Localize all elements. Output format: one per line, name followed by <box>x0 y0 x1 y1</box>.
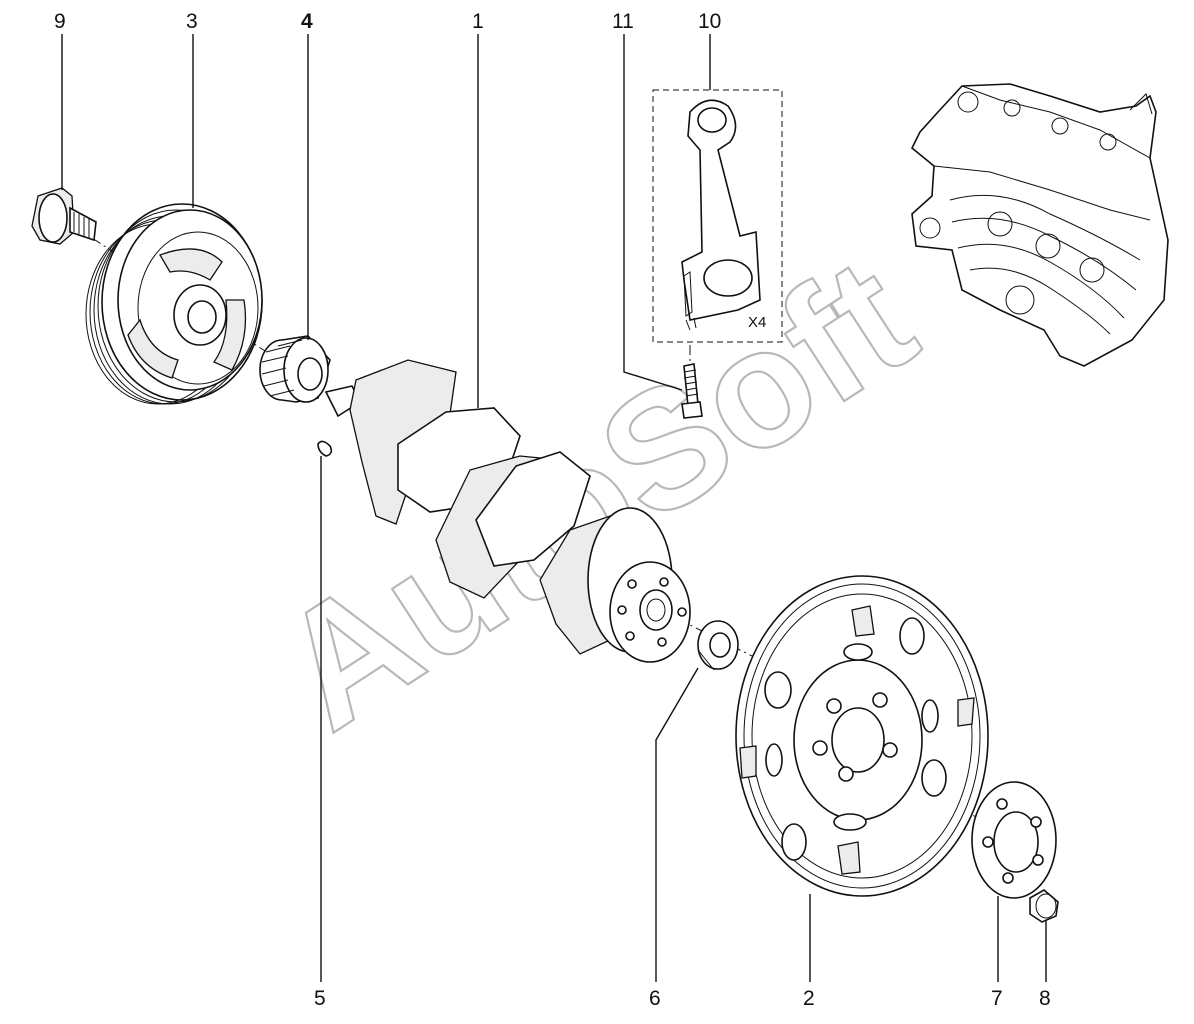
crankshaft-sprocket <box>259 335 331 403</box>
callout-9: 9 <box>54 10 66 33</box>
callout-8: 8 <box>1039 987 1051 1010</box>
connecting-rod-group: X4 <box>652 89 783 343</box>
callout-1: 1 <box>472 10 484 33</box>
quantity-label: X4 <box>748 314 766 331</box>
callout-3: 3 <box>186 10 198 33</box>
callout-5: 5 <box>314 987 326 1010</box>
pulley-bolt <box>31 187 97 245</box>
crankshaft-pulley <box>85 203 263 405</box>
connecting-rod-bolt <box>681 363 703 419</box>
callout-4: 4 <box>301 10 313 33</box>
woodruff-key <box>317 440 333 457</box>
callout-7: 7 <box>991 987 1003 1010</box>
flywheel-bolt <box>1029 889 1059 923</box>
pilot-bearing <box>697 620 739 671</box>
flywheel <box>735 575 989 897</box>
callouts: 9 3 4 1 11 10 5 6 2 7 8 <box>54 10 1051 1010</box>
callout-10: 10 <box>698 10 721 33</box>
reinforcing-plate <box>971 781 1057 899</box>
crankshaft <box>324 359 691 663</box>
leader-lines <box>61 34 1047 982</box>
callout-6: 6 <box>649 987 661 1010</box>
engine-thumbnail <box>910 83 1169 367</box>
callout-2: 2 <box>803 987 815 1010</box>
callout-11: 11 <box>612 10 634 33</box>
